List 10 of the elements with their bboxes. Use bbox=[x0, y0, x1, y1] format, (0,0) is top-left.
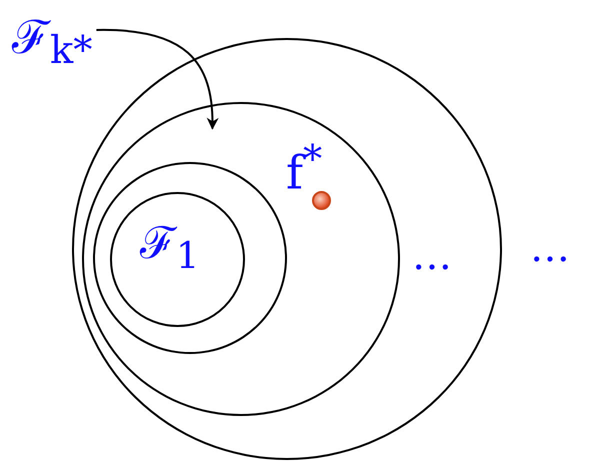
circle-outline bbox=[82, 102, 400, 416]
set-label: ℱ$_{1}$ bbox=[140, 222, 200, 274]
circle-outline bbox=[93, 162, 287, 354]
ellipsis-text: … bbox=[412, 236, 452, 276]
point-label: f$^{*}$ bbox=[286, 141, 322, 196]
curved-arrow bbox=[96, 29, 218, 130]
ellipsis-text: … bbox=[530, 228, 570, 268]
point-marker bbox=[312, 191, 331, 210]
set-label: ℱ$_{k*}$ bbox=[12, 14, 92, 71]
circle-outline bbox=[110, 192, 245, 327]
